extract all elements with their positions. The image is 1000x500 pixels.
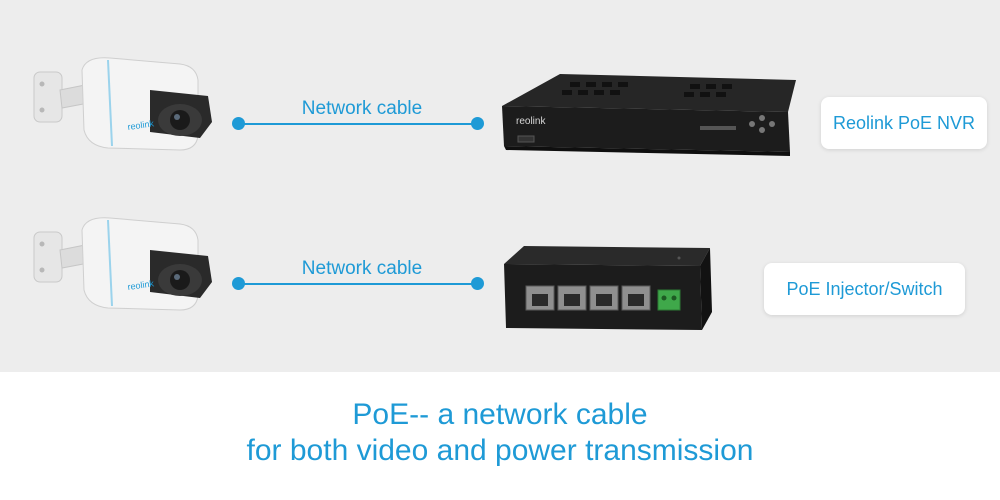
caption-line-2: for both video and power transmission	[246, 434, 754, 467]
bullet-camera-icon: reolink	[30, 50, 230, 170]
network-cable-line	[232, 277, 484, 291]
cable-label: Network cable	[301, 258, 423, 279]
cable-end-dot	[471, 117, 484, 130]
cable-connector-line	[239, 123, 477, 125]
device-label-nvr: Reolink PoE NVR	[821, 97, 987, 149]
camera-logo: reolink	[127, 278, 155, 292]
cable-end-dot	[232, 117, 245, 130]
cable-connector-line	[239, 283, 477, 285]
nvr-recorder-icon: reolink	[490, 66, 800, 166]
cable-end-dot	[471, 277, 484, 290]
network-cable-line	[232, 117, 484, 131]
poe-switch-icon	[490, 240, 720, 340]
caption-line-1: PoE-- a network cable	[352, 398, 648, 431]
device-label-switch: PoE Injector/Switch	[764, 263, 965, 315]
connection-row-nvr: reolink Network cable	[0, 40, 1000, 190]
connection-row-switch: reolink Network cable	[0, 200, 1000, 350]
camera-logo: reolink	[127, 118, 155, 132]
nvr-logo: reolink	[516, 116, 546, 127]
cable-label: Network cable	[301, 98, 423, 119]
bullet-camera-icon: reolink	[30, 210, 230, 330]
cable-end-dot	[232, 277, 245, 290]
